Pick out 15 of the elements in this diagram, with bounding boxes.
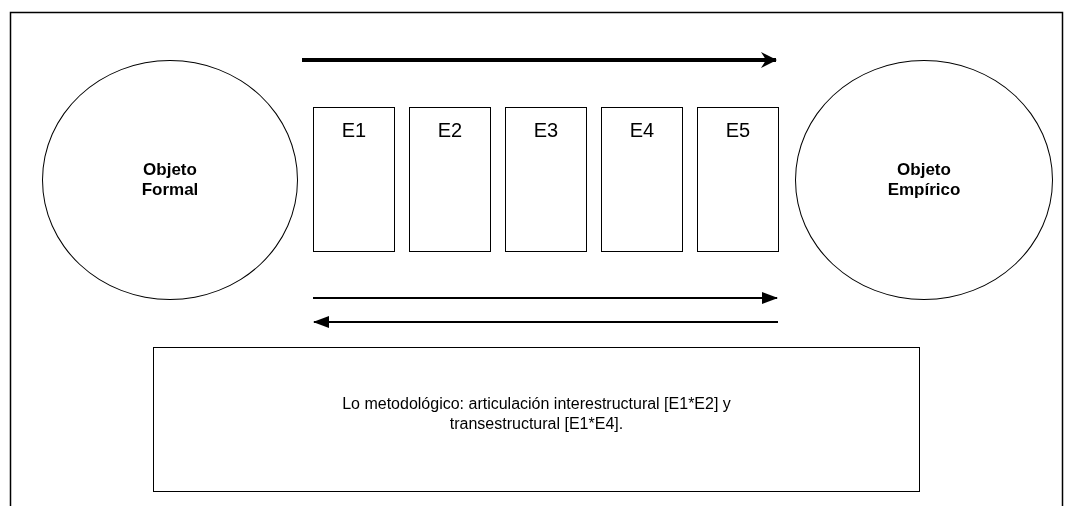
note-text: Lo metodológico: articulación interestructural [E1*E2] y transestructural [E1*E4]. — [341, 394, 732, 433]
stage-box — [697, 107, 779, 252]
stage-label: E1 — [341, 118, 367, 142]
note-box — [153, 347, 920, 492]
stage-box — [601, 107, 683, 252]
stage-label: E3 — [533, 118, 559, 142]
stage-box — [505, 107, 587, 252]
stage-box — [313, 107, 395, 252]
stage-label: E5 — [725, 118, 751, 142]
arrow — [302, 52, 777, 68]
stage-label: E2 — [437, 118, 463, 142]
stage-box — [409, 107, 491, 252]
stage-label: E4 — [629, 118, 655, 142]
node-label: Objeto Empírico — [886, 159, 962, 201]
node-label: Objeto Formal — [140, 159, 200, 201]
